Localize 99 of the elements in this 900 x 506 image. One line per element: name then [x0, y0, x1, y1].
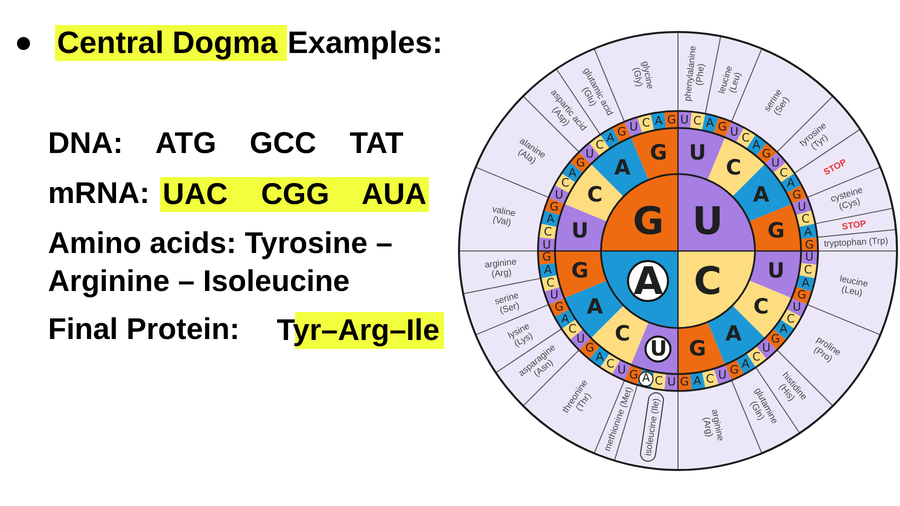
outer-ring-letter: A [742, 358, 750, 370]
middle-ring-letter: U [768, 260, 785, 281]
inner-ring-letter: G [632, 202, 664, 240]
outer-ring-letter: C [802, 213, 810, 225]
outer-ring-letter: U [542, 238, 551, 250]
outer-ring-letter: C [606, 358, 614, 370]
middle-ring-letter: G [767, 220, 785, 242]
outer-ring-letter: A [786, 178, 795, 190]
outer-ring-letter: U [554, 189, 564, 201]
middle-ring-letter: A [586, 296, 603, 318]
amino-acid-label: arginine (Arg) [700, 408, 726, 444]
middle-ring-letter: C [753, 296, 769, 318]
outer-ring-letter: G [762, 148, 771, 160]
outer-ring-letter: G [804, 238, 814, 250]
outer-ring-letter: A [752, 140, 760, 152]
middle-ring-letter: U [688, 142, 706, 164]
outer-ring-letter: U [805, 252, 814, 264]
amino-acid-label: leucine (Leu) [716, 64, 744, 96]
middle-ring-letter: C [726, 157, 742, 178]
middle-ring-letter: G [650, 142, 668, 164]
final-protein-label: Final Protein: [48, 312, 240, 348]
outer-ring-letter: C [546, 277, 554, 289]
outer-ring-letter: A [706, 118, 714, 130]
middle-ring-letter: A [753, 184, 770, 206]
outer-ring-letter: U [667, 376, 676, 388]
middle-ring-letter: C [587, 184, 603, 206]
outer-ring-letter: A [654, 115, 663, 127]
outer-ring-letter: C [786, 312, 795, 324]
amino-acid-label: leucine (Leu) [838, 273, 869, 298]
outer-ring-letter: G [629, 369, 638, 381]
outer-ring-letter: C [804, 264, 812, 276]
amino-acid-label: serine (Ser) [493, 290, 522, 316]
outer-ring-letter: U [576, 334, 585, 346]
heading-text: Examples: [287, 25, 443, 61]
outer-ring-letter: A [546, 213, 554, 225]
amino-acid-label: cysteine (Cys) [830, 184, 866, 214]
outer-ring-letter: G [792, 189, 802, 201]
outer-ring-letter: U [730, 126, 738, 138]
outer-ring-letter: G [730, 364, 739, 376]
outer-ring-letter: G [550, 200, 559, 212]
outer-ring-letter: U [680, 114, 689, 126]
outer-ring-letter: C [568, 324, 576, 336]
middle-ring-letter: A [614, 157, 631, 178]
outer-ring-letter: U [718, 369, 726, 381]
outer-ring-letter: G [667, 114, 676, 126]
dna-sequence-text: DNA: ATG GCC TAT [48, 126, 404, 162]
outer-ring-letter: A [804, 226, 812, 238]
outer-ring-letter: G [797, 290, 806, 302]
outer-ring-letter: U [629, 121, 638, 133]
outer-ring-letter: C [642, 118, 650, 130]
outer-ring-letter: A [802, 277, 810, 289]
highlighted-heading: Central Dogma [55, 25, 288, 61]
amino-acid-label: glycine (Gly) [630, 60, 656, 92]
amino-acids-text: Amino acids: Tyrosine – Arginine – Isoleucine [48, 226, 394, 300]
amino-acid-label: arginine (Arg) [484, 256, 518, 280]
mrna-label: mRNA: [48, 176, 150, 212]
outer-ring-letter: C [654, 375, 663, 387]
amino-acid-label: phenylalanine (Phe) [682, 45, 708, 102]
amino-acid-label: tryptophan (Trp) [823, 236, 888, 249]
middle-ring-letter: U [571, 220, 588, 242]
outer-ring-letter: G [770, 334, 780, 346]
inner-ring-letter: C [694, 262, 722, 300]
outer-ring-letter: U [585, 148, 594, 160]
outer-ring-letter: G [585, 342, 594, 354]
outer-ring-letter: G [554, 301, 564, 313]
middle-ring-letter: C [614, 324, 630, 345]
outer-ring-letter: G [576, 156, 586, 168]
outer-ring-letter: C [752, 350, 760, 362]
outer-ring-letter: U [762, 342, 770, 354]
middle-ring-letter: G [571, 260, 589, 281]
outer-ring-letter: U [792, 301, 802, 313]
outer-ring-letter: G [680, 376, 689, 388]
outer-ring-letter: C [693, 115, 702, 127]
stop-codon-label: STOP [841, 218, 867, 232]
outer-ring-letter: C [780, 166, 788, 178]
outer-ring-letter: C [742, 132, 750, 144]
inner-ring-letter: U [692, 202, 724, 240]
outer-ring-letter: U [550, 290, 558, 302]
outer-ring-letter: A [780, 324, 788, 336]
middle-ring-letter: A [725, 324, 742, 345]
outer-ring-letter: C [544, 226, 552, 238]
outer-ring-letter: A [568, 166, 576, 178]
middle-ring-letter: G [688, 338, 706, 360]
outer-ring-letter: A [561, 312, 570, 324]
outer-ring-letter: G [718, 121, 727, 133]
highlighted-mrna-codons: UAC CGG AUA [160, 176, 429, 212]
outer-ring-letter: C [706, 372, 714, 384]
amino-acid-label: valine (Val) [490, 204, 517, 228]
outer-ring-letter: G [542, 252, 552, 264]
outer-ring-letter: G [617, 126, 626, 138]
outer-ring-letter: C [561, 178, 570, 190]
outer-ring-letter: U [798, 200, 806, 212]
outer-ring-letter: U [771, 156, 780, 168]
outer-ring-letter: A [596, 350, 604, 362]
outer-ring-letter: A [544, 264, 552, 276]
outer-ring-letter: A [693, 375, 702, 387]
outer-ring-letter: A [606, 132, 614, 144]
outer-ring-letter: C [596, 140, 604, 152]
outer-ring-letter: U [618, 364, 626, 376]
